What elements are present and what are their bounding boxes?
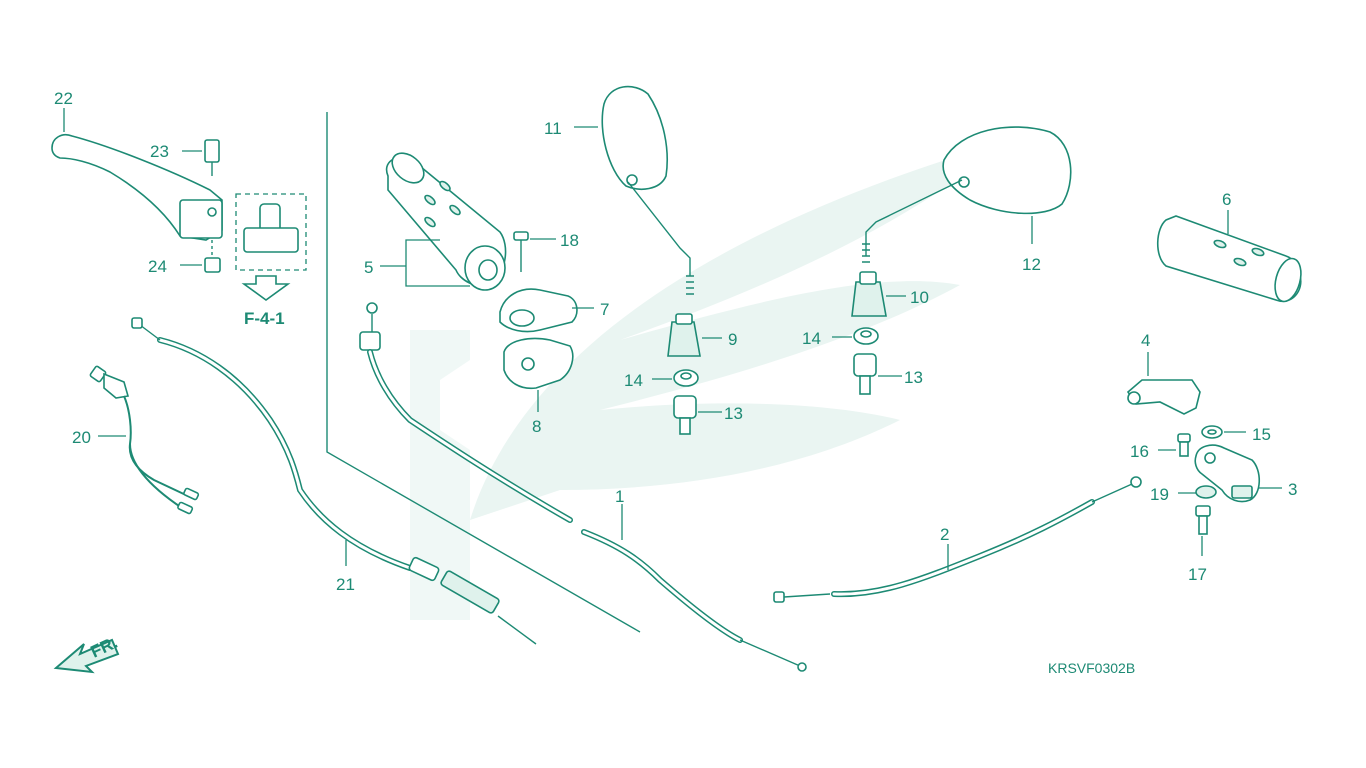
- label-3: 3: [1288, 480, 1297, 499]
- washer[interactable]: [1201, 425, 1223, 439]
- spring-washer[interactable]: [1195, 485, 1217, 499]
- label-22: 22: [54, 89, 73, 108]
- label-23: 23: [150, 142, 169, 161]
- bolt[interactable]: [1177, 433, 1191, 457]
- label-16: 16: [1130, 442, 1149, 461]
- label-13b: 13: [904, 368, 923, 387]
- label-7: 7: [600, 300, 609, 319]
- label-20: 20: [72, 428, 91, 447]
- label-15: 15: [1252, 425, 1271, 444]
- throttle-housing-lower[interactable]: [503, 337, 574, 390]
- label-13a: 13: [724, 404, 743, 423]
- label-12: 12: [1022, 255, 1041, 274]
- label-18: 18: [560, 231, 579, 250]
- screw[interactable]: [513, 231, 529, 272]
- pivot-nut[interactable]: [204, 240, 221, 273]
- mirror-adapter-left[interactable]: [673, 395, 697, 435]
- label-14b: 14: [802, 329, 821, 348]
- mirror-nut-left[interactable]: [673, 369, 699, 387]
- mirror-boot-right[interactable]: [851, 271, 887, 317]
- cable[interactable]: [773, 476, 1142, 603]
- lever-arm[interactable]: [1194, 444, 1261, 503]
- mirror-adapter-right[interactable]: [853, 353, 877, 395]
- throttle-grip-pipe[interactable]: [385, 147, 507, 291]
- label-21: 21: [336, 575, 355, 594]
- label-11: 11: [544, 119, 562, 138]
- reference-label: F-4-1: [244, 309, 285, 328]
- handle-grip[interactable]: [1156, 215, 1306, 304]
- label-2: 2: [940, 525, 949, 544]
- mirror-nut-right[interactable]: [853, 327, 879, 345]
- label-19: 19: [1150, 485, 1169, 504]
- divider-line: [326, 112, 641, 633]
- diagram-code: KRSVF0302B: [1048, 660, 1135, 676]
- label-4: 4: [1141, 331, 1150, 350]
- label-10: 10: [910, 288, 929, 307]
- clutch-holder-reference: [235, 193, 307, 301]
- right-mirror[interactable]: [862, 126, 1072, 263]
- front-direction-arrow-icon: [53, 638, 120, 674]
- label-14a: 14: [624, 371, 643, 390]
- clutch-switch[interactable]: [89, 365, 200, 515]
- throttle-housing-upper[interactable]: [499, 288, 578, 333]
- label-1: 1: [615, 487, 624, 506]
- watermark-wing-logo: [410, 140, 1010, 620]
- pivot-bolt[interactable]: [204, 139, 220, 176]
- label-24: 24: [148, 257, 167, 276]
- clutch-lever[interactable]: [51, 133, 223, 241]
- label-5: 5: [364, 258, 373, 277]
- throttle-cable[interactable]: [359, 302, 807, 672]
- label-17: 17: [1188, 565, 1207, 584]
- leader: [405, 239, 470, 287]
- left-mirror[interactable]: [601, 85, 694, 295]
- mirror-boot-left[interactable]: [667, 313, 701, 357]
- bracket[interactable]: [1126, 379, 1201, 415]
- clutch-cable[interactable]: [131, 317, 537, 645]
- lever-bolt[interactable]: [1195, 505, 1211, 535]
- label-9: 9: [728, 330, 737, 349]
- label-6: 6: [1222, 190, 1231, 209]
- label-8: 8: [532, 417, 541, 436]
